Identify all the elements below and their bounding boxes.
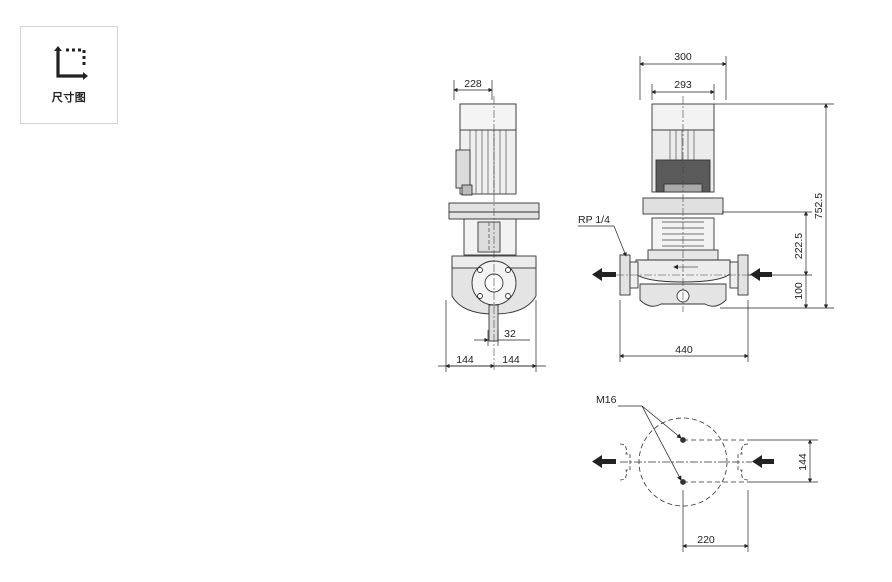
side-dimensions (438, 80, 546, 372)
dimensions-tile[interactable]: 尺寸图 (20, 26, 118, 124)
dim-293: 293 (674, 79, 692, 91)
dim-220: 220 (697, 534, 715, 546)
bottom-flow-arrows (592, 455, 774, 468)
dim-144-left: 144 (456, 354, 474, 366)
dim-440: 440 (675, 344, 693, 356)
bottom-dimensions (682, 439, 818, 552)
port-thread-label: RP 1/4 (578, 214, 610, 226)
front-view (619, 103, 749, 307)
dim-228: 228 (464, 78, 482, 90)
bottom-view (618, 405, 752, 507)
dim-32: 32 (504, 328, 516, 340)
tile-label: 尺寸图 (51, 92, 87, 104)
dimensions-icon (54, 46, 88, 80)
bolt-label: M16 (596, 394, 617, 406)
dim-300: 300 (674, 51, 692, 63)
dim-144-right: 144 (502, 354, 520, 366)
dim-222-5: 222.5 (793, 233, 805, 259)
front-flow-arrows (592, 268, 772, 281)
dim-752-5: 752.5 (813, 193, 825, 219)
front-dimensions (578, 56, 834, 362)
dim-100: 100 (793, 282, 805, 300)
dim-144-bottom: 144 (797, 453, 809, 471)
